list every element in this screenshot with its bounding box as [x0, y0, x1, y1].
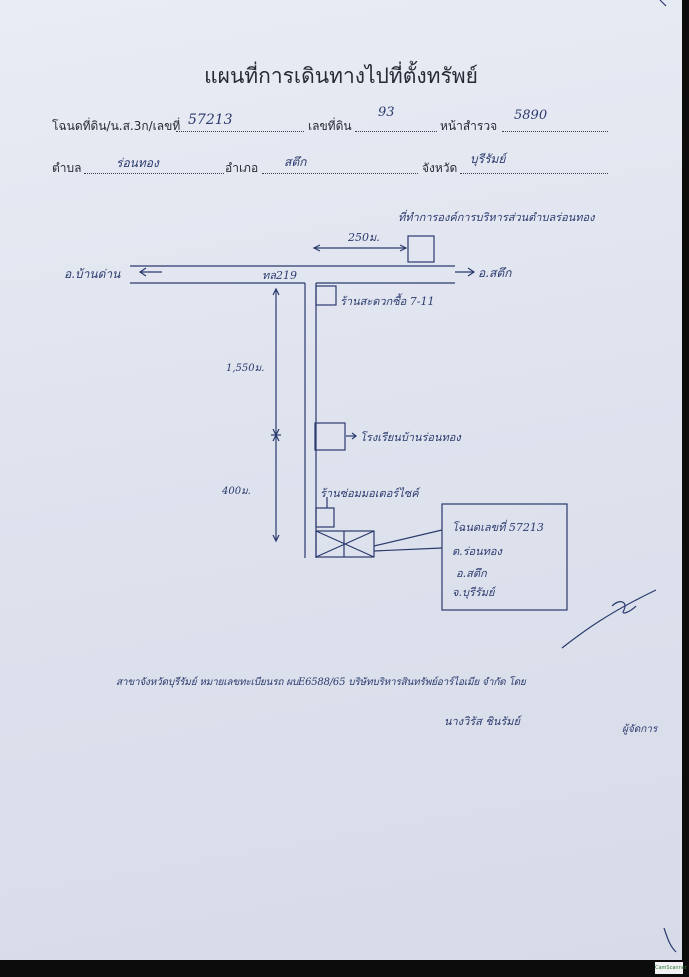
land-no-label: เลขที่ดิน — [308, 119, 352, 133]
school-landmark-label: โรงเรียนบ้านร่อนทอง — [360, 431, 461, 444]
right-destination-label: อ.สตึก — [478, 266, 512, 280]
district-value: สตึก — [284, 155, 307, 169]
footer-line-3: ผู้จัดการ — [622, 724, 658, 735]
route-map-drawing — [130, 0, 677, 953]
footer-line-1: สาขาจังหวัดบุรีรัมย์ หมายเลขทะเบียนรถ ผบ… — [116, 677, 526, 688]
footer-line-2: นางวิรัส ชินรัมย์ — [444, 715, 520, 728]
page-mark — [663, 927, 677, 953]
distance-top-arrow-right — [399, 244, 408, 252]
road-label: ทล219 — [262, 269, 297, 282]
deed-label: โฉนดที่ดิน/น.ส.3ก/เลขที่ — [52, 119, 181, 133]
property-leader-bottom — [373, 547, 443, 552]
property-deed-line: โฉนดเลขที่ 57213 — [452, 521, 544, 534]
arrow-right-head — [467, 267, 476, 277]
deed-dotted-line — [176, 131, 304, 132]
office-landmark-label: ที่ทำการองค์การบริหารส่วนตำบลร่อนทอง — [398, 211, 595, 224]
office-box — [407, 235, 435, 263]
property-province-line: จ.บุรีรัมย์ — [452, 586, 495, 599]
corner-mark — [659, 0, 667, 7]
land-no-value: 93 — [378, 105, 395, 120]
left-destination-label: อ.บ้านด่าน — [64, 267, 121, 281]
subdistrict-value: ร่อนทอง — [116, 156, 159, 170]
distance-top-arrow-left — [312, 244, 321, 252]
signature-stroke — [561, 589, 657, 649]
deed-value: 57213 — [188, 112, 233, 128]
page-title: แผนที่การเดินทางไปที่ตั้งทรัพย์ — [204, 64, 478, 88]
property-parcel — [315, 530, 375, 558]
signature-loop — [611, 601, 637, 614]
distance-lower-label: 400ม. — [222, 486, 251, 497]
district-dotted-line — [262, 173, 418, 174]
district-label: อำเภอ — [225, 161, 259, 175]
arrow-left-head — [138, 267, 147, 277]
scanner-badge: CamScanner — [655, 962, 687, 974]
shop-box — [315, 507, 335, 528]
distance-middle-label: 1,550ม. — [226, 363, 265, 374]
subdistrict-dotted-line — [84, 173, 224, 174]
scan-bottom-bar — [0, 960, 689, 977]
land-no-dotted-line — [355, 131, 437, 132]
property-district-line: อ.สตึก — [456, 567, 487, 580]
survey-page-label: หน้าสำรวจ — [440, 119, 498, 133]
store-landmark-label: ร้านสะดวกซื้อ 7-11 — [340, 295, 435, 308]
property-info-box — [441, 503, 568, 611]
province-value: บุรีรัมย์ — [470, 152, 506, 166]
subdistrict-label: ตำบล — [52, 161, 82, 175]
shop-landmark-label: ร้านซ่อมมอเตอร์ไซค์ — [320, 487, 419, 500]
distance-top-label: 250ม. — [348, 231, 380, 244]
document-page: แผนที่การเดินทางไปที่ตั้งทรัพย์ โฉนดที่ด… — [0, 0, 682, 960]
property-subdistrict-line: ต.ร่อนทอง — [452, 545, 502, 558]
distance-vertical-arrow-bottom — [272, 534, 280, 543]
survey-page-value: 5890 — [514, 108, 548, 123]
province-dotted-line — [460, 173, 608, 174]
property-cross-b — [315, 530, 375, 558]
province-label: จังหวัด — [422, 161, 458, 175]
distance-vertical-arrow-top — [272, 287, 280, 296]
property-leader-top — [373, 529, 443, 547]
survey-page-dotted-line — [502, 131, 608, 132]
school-arrow-head — [351, 432, 357, 440]
store-box — [315, 285, 337, 306]
school-box — [314, 422, 346, 451]
